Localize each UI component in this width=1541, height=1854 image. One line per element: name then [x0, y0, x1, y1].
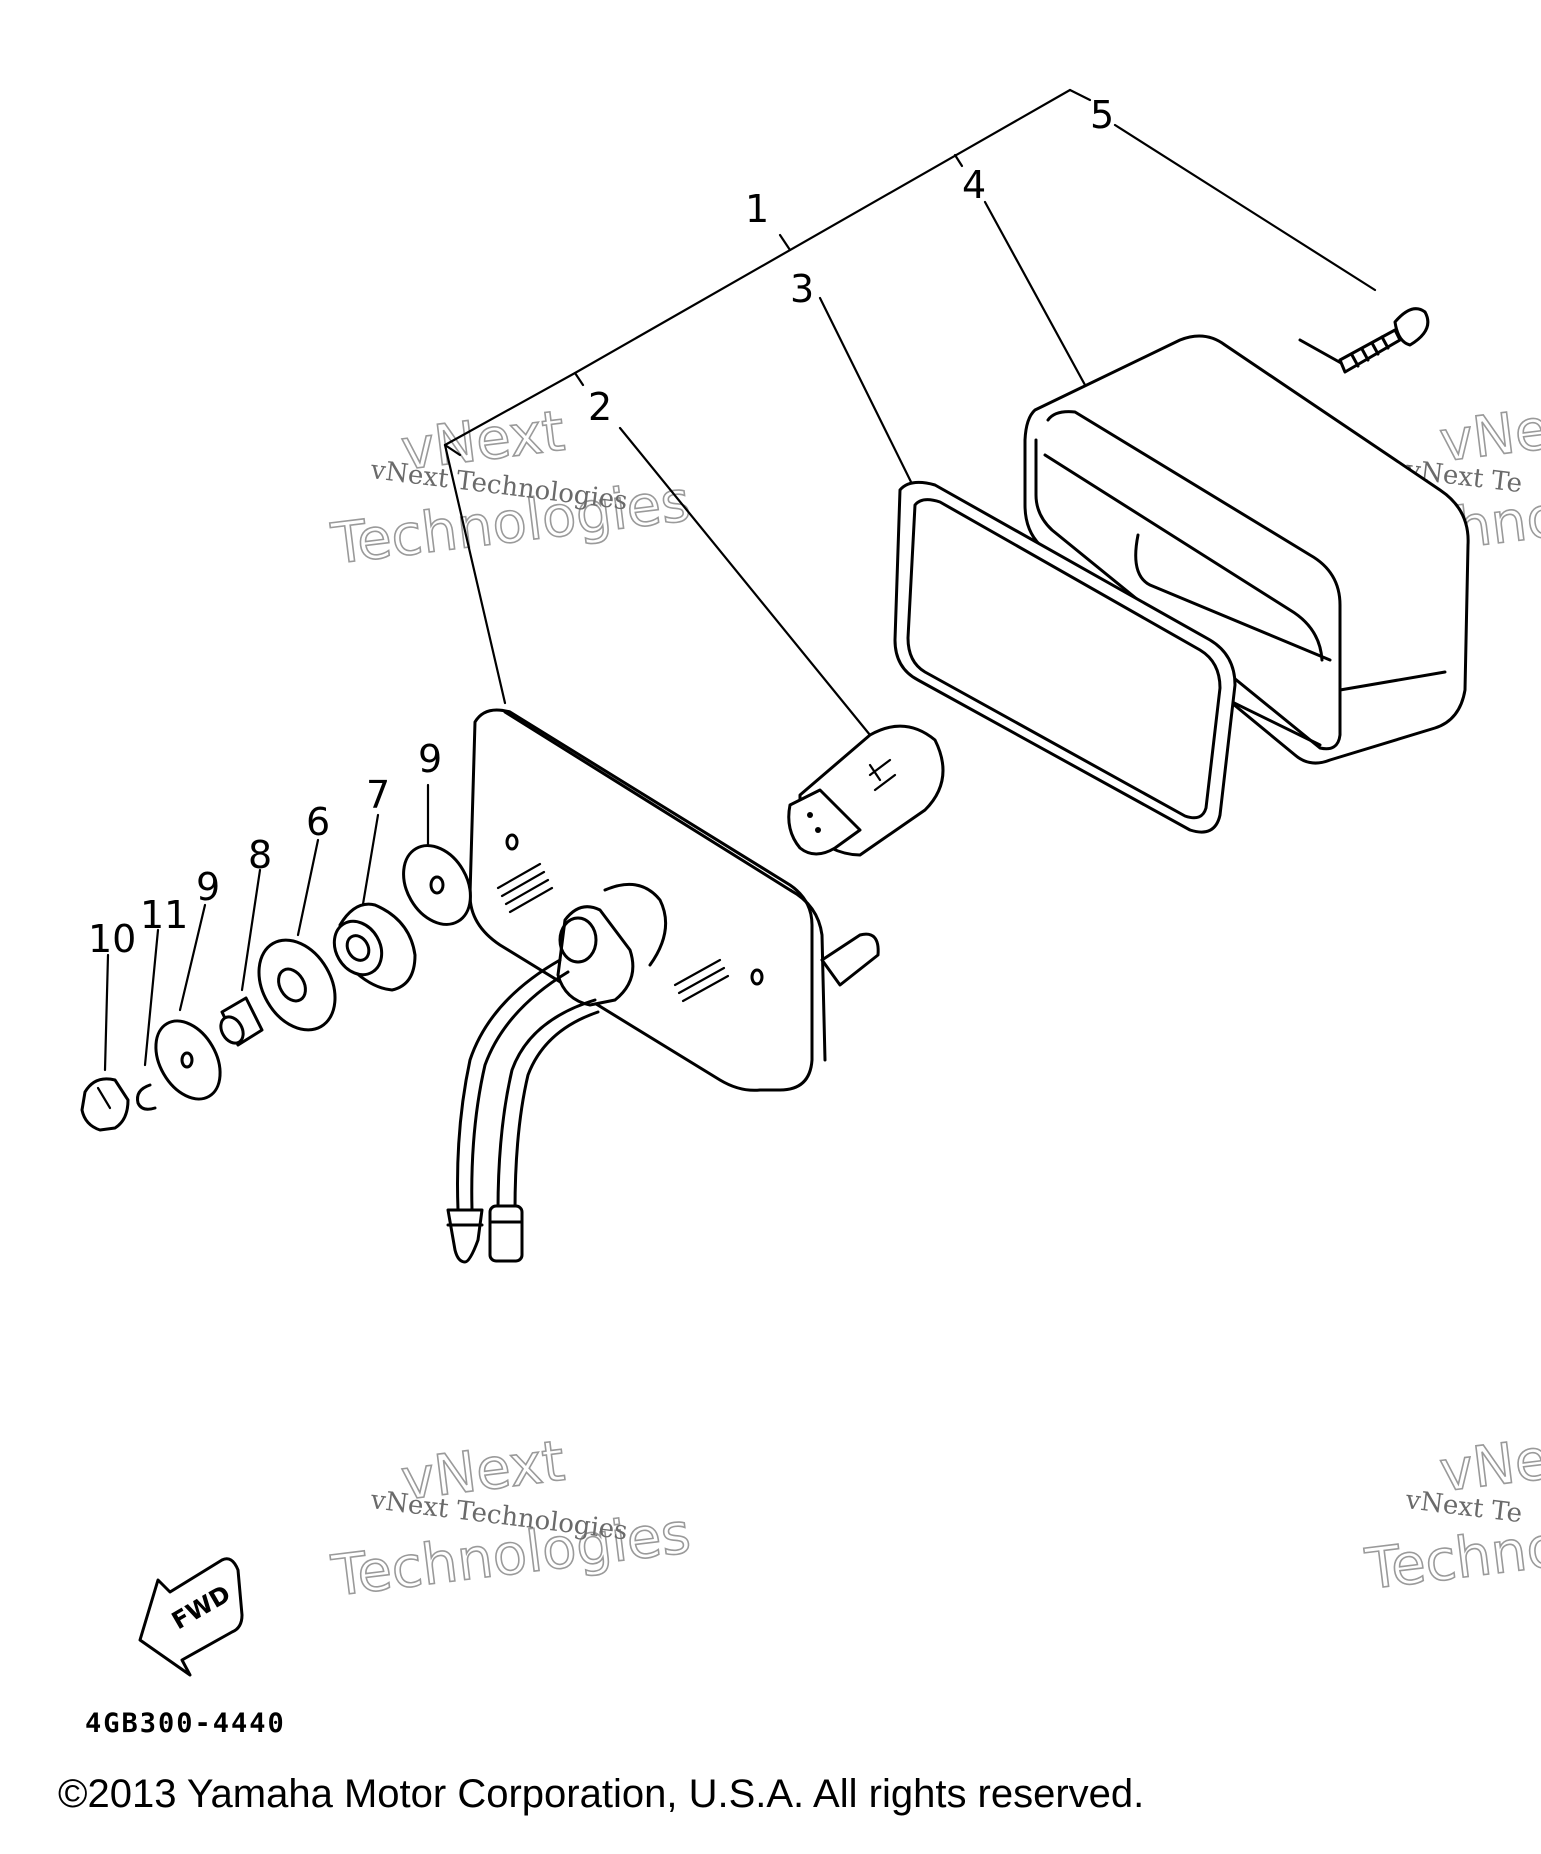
connector-bullet [446, 1208, 484, 1264]
bracket-main-line [443, 88, 1072, 447]
watermark-partial-big-top: vNe [1436, 397, 1541, 475]
callout-7: 7 [366, 773, 390, 817]
wire-a-inner [470, 970, 570, 1212]
lens-cover-side-edge [1338, 670, 1447, 692]
socket-boss [603, 882, 668, 967]
callout-11: 11 [140, 893, 188, 937]
connector-sleeve [488, 1204, 524, 1263]
bracket-top-end [1068, 88, 1092, 102]
housing-thread-left [496, 862, 554, 914]
leader-7 [360, 813, 380, 912]
bracket-left-end [443, 443, 462, 457]
wire-a-outer [456, 958, 562, 1212]
washer-9-right [402, 844, 472, 926]
leader-1-housing [443, 443, 507, 705]
housing-hole-top [505, 833, 519, 851]
lock-washer-11 [136, 1083, 157, 1111]
washer-9-right-hole [429, 875, 445, 895]
lens-cover [1023, 334, 1470, 765]
wiring [446, 958, 600, 1264]
callout-4: 4 [962, 163, 986, 207]
collar-8-end [219, 1015, 245, 1045]
leader-3 [818, 296, 917, 492]
assembly-bracket-lines [443, 88, 1092, 457]
leader-9b [178, 903, 207, 1012]
bulb [787, 724, 945, 857]
grommet-7-face [332, 919, 384, 977]
hardware-stack [80, 844, 472, 1132]
wire-b-outer [496, 998, 597, 1212]
callout-9-right: 9 [418, 737, 442, 781]
housing-edge [503, 710, 827, 1062]
lens-cover-inner-top [1043, 453, 1324, 662]
lens-cover-rim [1034, 410, 1342, 751]
gasket-inner [906, 498, 1222, 820]
watermark-partial-big-top-2: vNe [1436, 1427, 1541, 1505]
bracket-tick-4 [953, 153, 964, 168]
housing-stud-right [820, 932, 880, 987]
housing-plate [468, 708, 814, 1092]
bracket-tick-2 [573, 371, 585, 387]
callout-8: 8 [248, 833, 272, 877]
callout-10: 10 [88, 917, 136, 961]
callout-9-left: 9 [196, 865, 220, 909]
callout-3: 3 [790, 267, 814, 311]
washer-9-left [154, 1019, 222, 1101]
gasket [893, 480, 1237, 834]
leader-lines [103, 123, 1377, 1072]
screw-shank [1338, 328, 1402, 374]
bulb-base [787, 788, 862, 856]
callout-5: 5 [1090, 93, 1114, 137]
socket [556, 905, 635, 1007]
leader-6 [296, 838, 320, 937]
bulb-pin-1 [807, 812, 813, 818]
washer-6-hole [277, 967, 307, 1003]
callout-leader-1 [778, 233, 792, 252]
bulb-filament [868, 758, 897, 792]
leader-8 [240, 868, 262, 992]
wire-b-inner [513, 1010, 600, 1212]
washer-9-left-hole [180, 1051, 194, 1069]
part-code: 4GB300-4440 [85, 1708, 286, 1739]
callout-1: 1 [745, 187, 769, 231]
gasket-outer [893, 480, 1237, 834]
callout-6: 6 [306, 800, 330, 844]
bulb-pin-2 [815, 827, 821, 833]
screw-head [1393, 307, 1430, 347]
lens-cover-outer [1023, 334, 1470, 765]
callout-2: 2 [588, 385, 612, 429]
leader-5 [1113, 123, 1377, 292]
housing-hole-bottom [750, 968, 764, 986]
fwd-arrow-shape [138, 1557, 244, 1677]
screw-threads [1350, 335, 1390, 368]
lamp-housing [468, 708, 880, 1092]
nut-10 [80, 1077, 130, 1132]
leader-2 [618, 426, 872, 737]
leader-4 [983, 200, 1087, 387]
callout-numbers: 5 4 1 3 2 9 7 6 8 9 11 10 [88, 93, 1114, 961]
lens-cover-cavity [1134, 533, 1332, 662]
housing-thread-right [673, 958, 730, 1003]
copyright-notice: ©2013 Yamaha Motor Corporation, U.S.A. A… [58, 1772, 1145, 1816]
fwd-arrow: FWD [138, 1557, 244, 1677]
leader-11 [143, 928, 160, 1067]
nut-10-facet [96, 1086, 112, 1110]
washer-6 [257, 938, 337, 1032]
screw-5 [1338, 307, 1430, 374]
socket-end [558, 916, 598, 964]
leader-10 [103, 953, 110, 1072]
grommet-7-hole [345, 934, 371, 962]
